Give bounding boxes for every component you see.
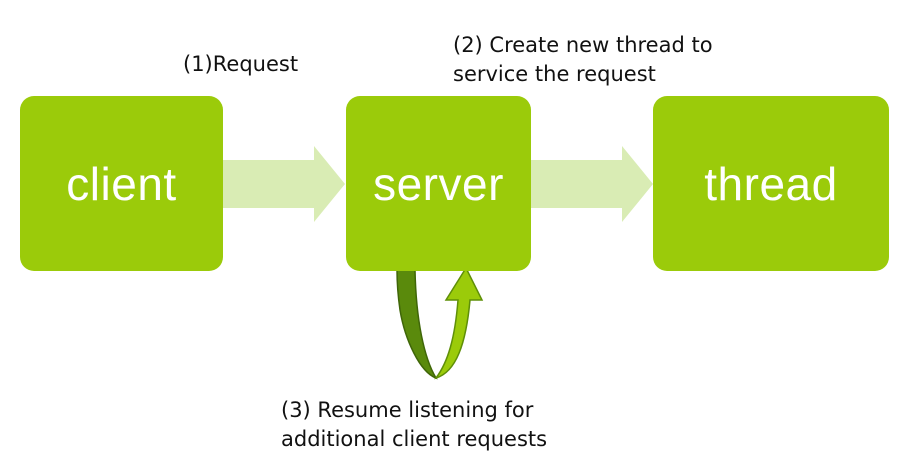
step-2-line-1: (2) Create new thread to	[453, 33, 713, 57]
step-2-line-2: service the request	[453, 62, 656, 86]
step-3-line-2: additional client requests	[281, 427, 548, 451]
step-2-label: (2) Create new thread to service the req…	[453, 31, 713, 89]
node-client: client	[20, 96, 223, 271]
step-3-label: (3) Resume listening for additional clie…	[281, 396, 547, 454]
step-3-line-1: (3) Resume listening for	[281, 398, 534, 422]
loop-arrow-down	[396, 269, 438, 380]
node-server: server	[346, 96, 531, 271]
loop-arrow	[396, 266, 484, 380]
node-thread-label: thread	[704, 157, 838, 210]
node-server-label: server	[373, 157, 504, 210]
loop-arrow-up	[434, 266, 484, 380]
step-1-text: (1)Request	[183, 52, 299, 76]
arrow-server-to-thread	[531, 146, 653, 222]
node-thread: thread	[653, 96, 889, 271]
node-client-label: client	[66, 157, 177, 210]
arrow-client-to-server	[223, 146, 345, 222]
step-1-label: (1)Request	[183, 50, 298, 79]
